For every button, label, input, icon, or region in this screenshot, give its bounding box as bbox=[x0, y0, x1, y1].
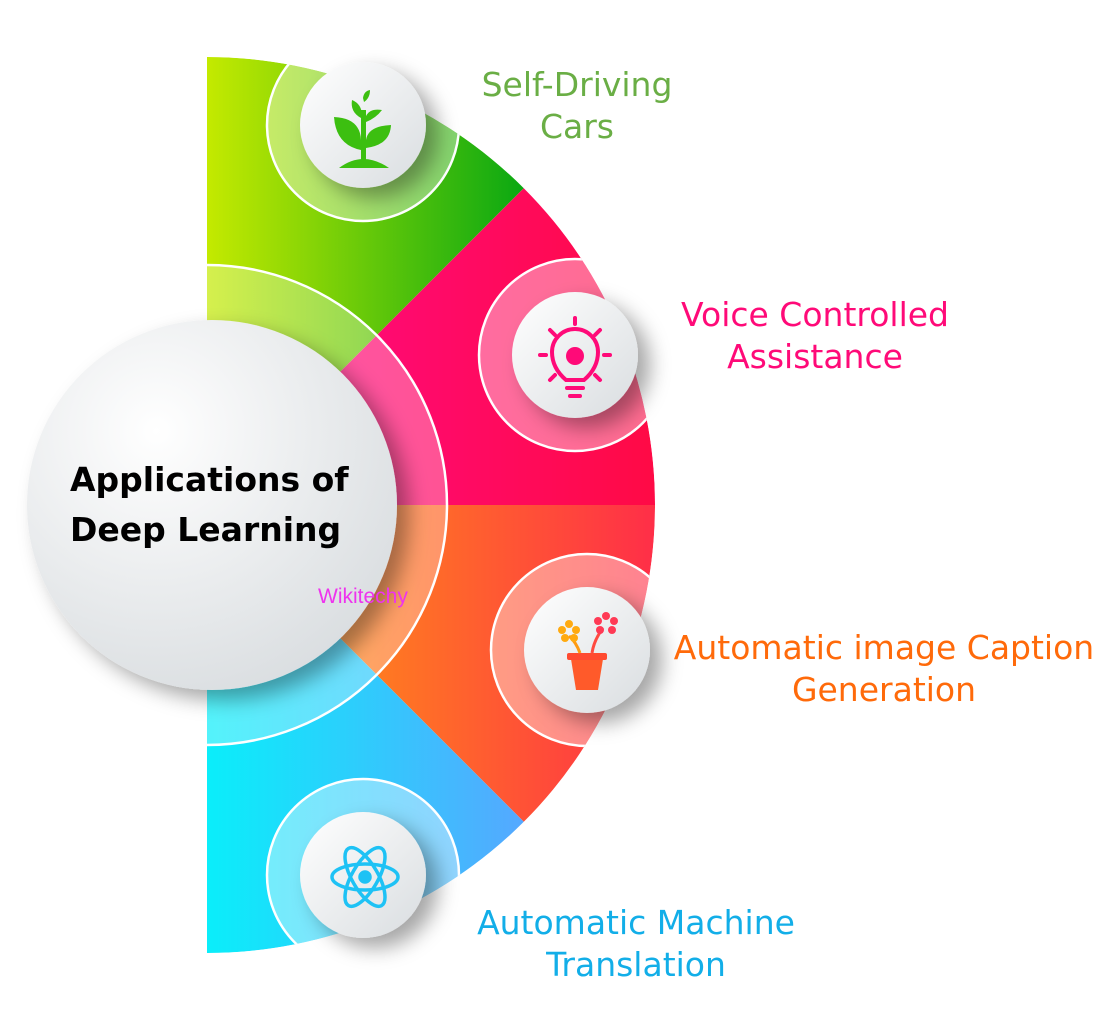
label-automatic-machine-translation: Automatic Machine Translation bbox=[477, 902, 795, 986]
label-line-1: Self-Driving bbox=[481, 65, 673, 104]
icon-circle-orange bbox=[524, 587, 650, 713]
icon-circle-cyan bbox=[300, 812, 426, 938]
label-line-2: Generation bbox=[791, 670, 977, 709]
title-line-2: Deep Learning bbox=[70, 510, 342, 549]
icon-circle-pink bbox=[512, 292, 638, 418]
center-disk bbox=[27, 320, 397, 690]
label-line-2: Translation bbox=[546, 945, 726, 984]
label-line-2: Cars bbox=[539, 107, 615, 146]
title-line-1: Applications of bbox=[70, 460, 349, 499]
page-title: Applications of Deep Learning bbox=[70, 455, 349, 555]
label-line-2: Assistance bbox=[727, 337, 903, 376]
label-line-1: Voice Controlled bbox=[680, 295, 950, 334]
watermark: Wikitechy bbox=[318, 585, 408, 608]
lightbulb-gear-icon bbox=[538, 316, 612, 398]
label-self-driving-cars: Self-Driving Cars bbox=[482, 64, 673, 148]
icon-circle-green bbox=[300, 62, 426, 188]
atom-icon bbox=[330, 845, 400, 909]
label-automatic-image-caption: Automatic image Caption Generation bbox=[674, 627, 1094, 711]
label-voice-controlled-assistance: Voice Controlled Assistance bbox=[681, 294, 949, 378]
label-line-1: Automatic Machine bbox=[477, 903, 795, 942]
plant-icon bbox=[334, 90, 391, 168]
label-line-1: Automatic image Caption bbox=[673, 628, 1095, 667]
flower-pot-icon bbox=[558, 612, 618, 690]
